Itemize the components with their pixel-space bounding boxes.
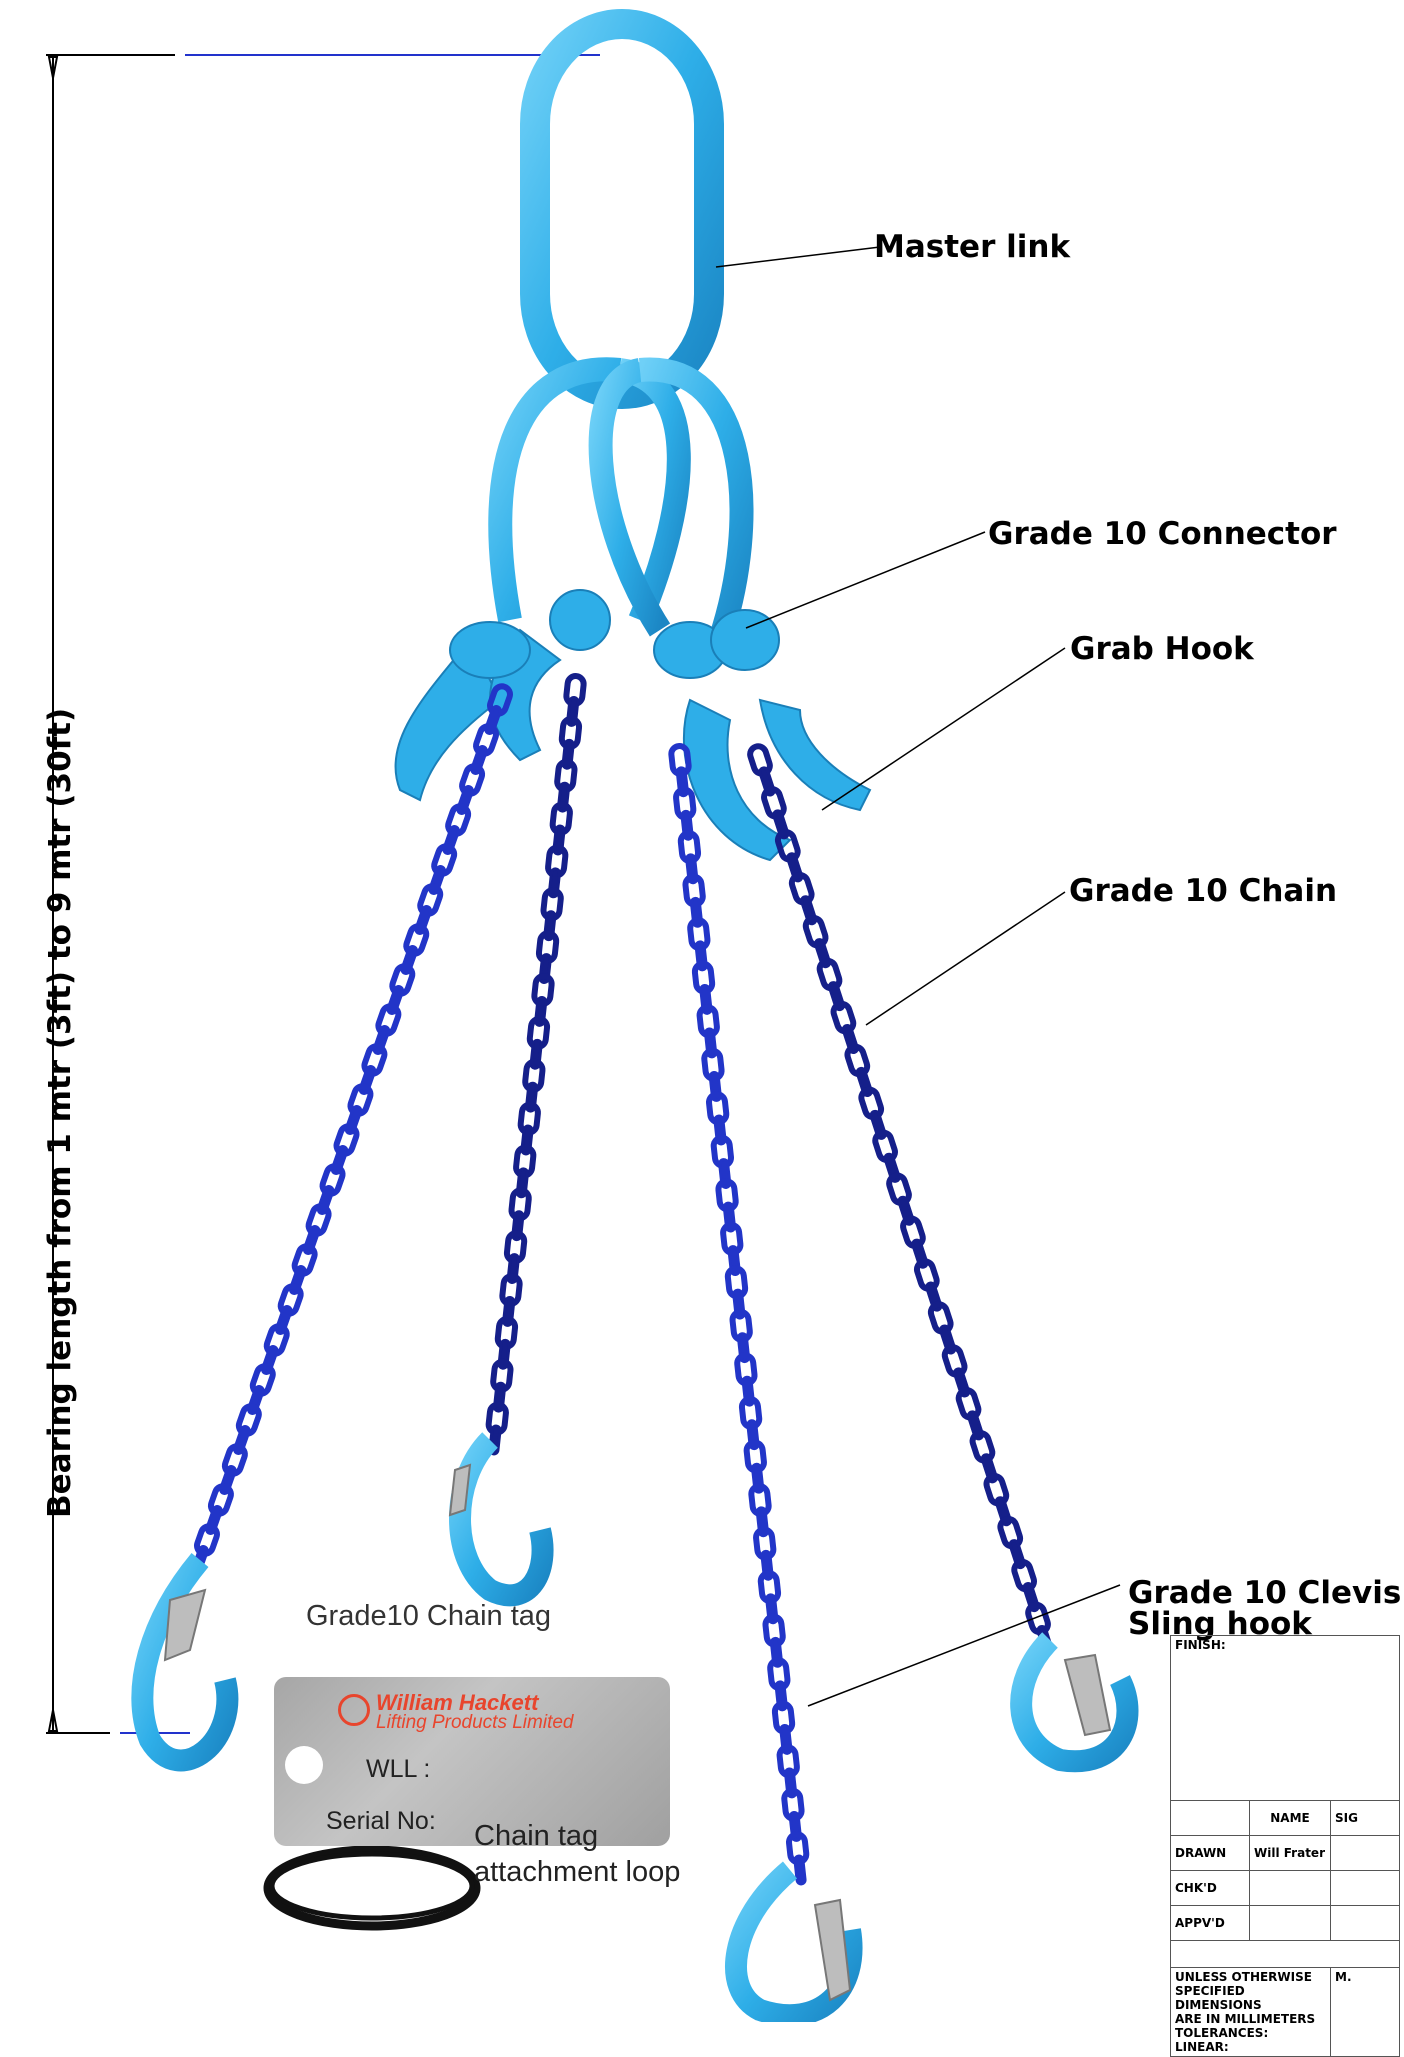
sling-hook-1 (142, 1560, 227, 1760)
tb-note: UNLESS OTHERWISE (1175, 1970, 1326, 1984)
tag-serial: Serial No: (326, 1807, 436, 1836)
connector-links (500, 369, 741, 640)
tb-notes: UNLESS OTHERWISE SPECIFIED DIMENSIONS AR… (1171, 1968, 1331, 2057)
brand-logo-icon (338, 1694, 370, 1726)
tag-hole (285, 1746, 323, 1784)
tb-name-header: NAME (1250, 1801, 1331, 1836)
title-block: FINISH: NAME SIG DRAWN Will Frater CHK'D… (1170, 1635, 1404, 2035)
loop-label-line2: attachment loop (474, 1854, 680, 1890)
tag-title: Grade10 Chain tag (306, 1600, 551, 1633)
label-clevis-line1: Grade 10 Clevis (1128, 1578, 1401, 1609)
sling-hook-2 (460, 1440, 543, 1595)
tag-brand-line2: Lifting Products Limited (376, 1713, 574, 1732)
title-block-table: FINISH: NAME SIG DRAWN Will Frater CHK'D… (1170, 1635, 1400, 2057)
label-connector: Grade 10 Connector (988, 519, 1337, 550)
tb-row-label: DRAWN (1171, 1836, 1250, 1871)
tb-row-name (1250, 1906, 1331, 1941)
dimension-label: Bearing length from 1 mtr (3ft) to 9 mtr… (42, 718, 78, 1518)
tb-note: SPECIFIED DIMENSIONS (1175, 1984, 1326, 2012)
tb-mat: M. (1331, 1968, 1400, 2057)
tb-row-label: APPV'D (1171, 1906, 1250, 1941)
tb-note: LINEAR: (1175, 2040, 1326, 2054)
tb-row-label: CHK'D (1171, 1871, 1250, 1906)
tb-note: TOLERANCES: (1175, 2026, 1326, 2040)
tb-row-name (1250, 1871, 1331, 1906)
tb-sig-header: SIG (1331, 1801, 1400, 1836)
tb-finish: FINISH: (1171, 1636, 1400, 1801)
master-link (535, 24, 709, 394)
chain-tag-loop (268, 1850, 476, 1926)
chain-link (795, 1856, 806, 1885)
label-master-link: Master link (874, 232, 1070, 263)
tag-wll: WLL : (366, 1755, 430, 1784)
tb-note: ARE IN MILLIMETERS (1175, 2012, 1326, 2026)
leader-lines (716, 247, 1120, 1706)
label-grab-hook: Grab Hook (1070, 634, 1254, 665)
loop-label-line1: Chain tag (474, 1818, 680, 1854)
dimension-lines (46, 55, 600, 1733)
tb-row-name: Will Frater (1250, 1836, 1331, 1871)
label-chain: Grade 10 Chain (1069, 876, 1337, 907)
loop-label: Chain tag attachment loop (474, 1818, 680, 1890)
tag-brand-line1: William Hackett (376, 1692, 538, 1714)
